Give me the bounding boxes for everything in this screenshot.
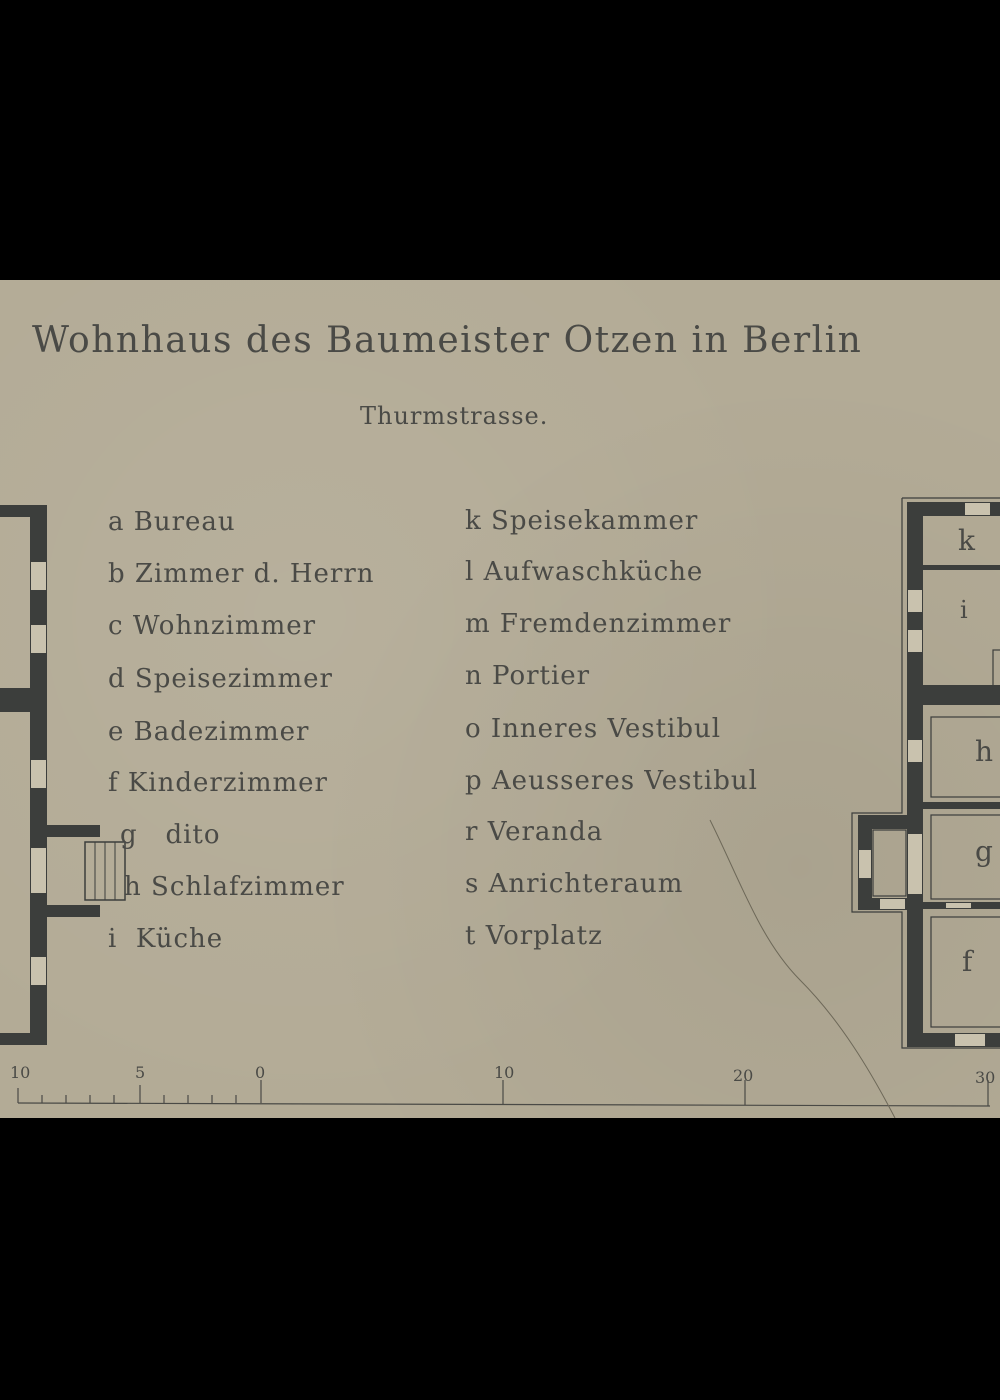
scale-tick-label: 0 [255, 1063, 266, 1082]
room-label-g: g [975, 835, 993, 868]
room-label-h: h [975, 735, 994, 768]
room-label-k: k [958, 524, 975, 557]
legend-item: m Fremdenzimmer [465, 609, 732, 639]
scale-tick-label: 5 [135, 1063, 146, 1082]
legend-item: h Schlafzimmer [124, 872, 345, 902]
legend-item: l Aufwaschküche [465, 557, 704, 587]
legend-item: b Zimmer d. Herrn [108, 559, 375, 589]
legend-item: d Speisezimmer [108, 664, 333, 694]
legend-item: g dito [120, 820, 221, 850]
right-plan [851, 497, 1000, 1049]
legend-item: c Wohnzimmer [108, 611, 317, 641]
left-plan [0, 505, 126, 1045]
scale-tick-label: 10 [10, 1063, 31, 1082]
legend-item: i Küche [108, 924, 224, 954]
legend-item: r Veranda [465, 817, 604, 847]
legend-item: e Badezimmer [108, 717, 310, 747]
scale-tick-label: 10 [494, 1063, 515, 1082]
floor-plans [0, 497, 1000, 1118]
legend-item: a Bureau [108, 507, 236, 537]
scale-bar [17, 1080, 991, 1107]
plan-title: Wohnhaus des Baumeister Otzen in Berlin [32, 320, 863, 361]
plan-subtitle: Thurmstrasse. [360, 402, 549, 430]
drawing-sheet: Wohnhaus des Baumeister Otzen in Berlin … [0, 280, 1000, 1118]
legend-item: k Speisekammer [465, 506, 699, 536]
scale-tick-label: 30 [975, 1068, 996, 1087]
room-label-f: f [962, 945, 973, 978]
legend-item: f Kinderzimmer [108, 768, 328, 798]
legend-item: p Aeusseres Vestibul [465, 766, 758, 796]
paper-crack [709, 819, 896, 1118]
legend-item: t Vorplatz [465, 921, 603, 951]
room-label-i: i [960, 596, 968, 624]
scale-tick-label: 20 [733, 1066, 754, 1085]
legend-item: n Portier [465, 661, 591, 691]
legend-item: o Inneres Vestibul [465, 714, 722, 744]
legend-item: s Anrichteraum [465, 869, 684, 899]
